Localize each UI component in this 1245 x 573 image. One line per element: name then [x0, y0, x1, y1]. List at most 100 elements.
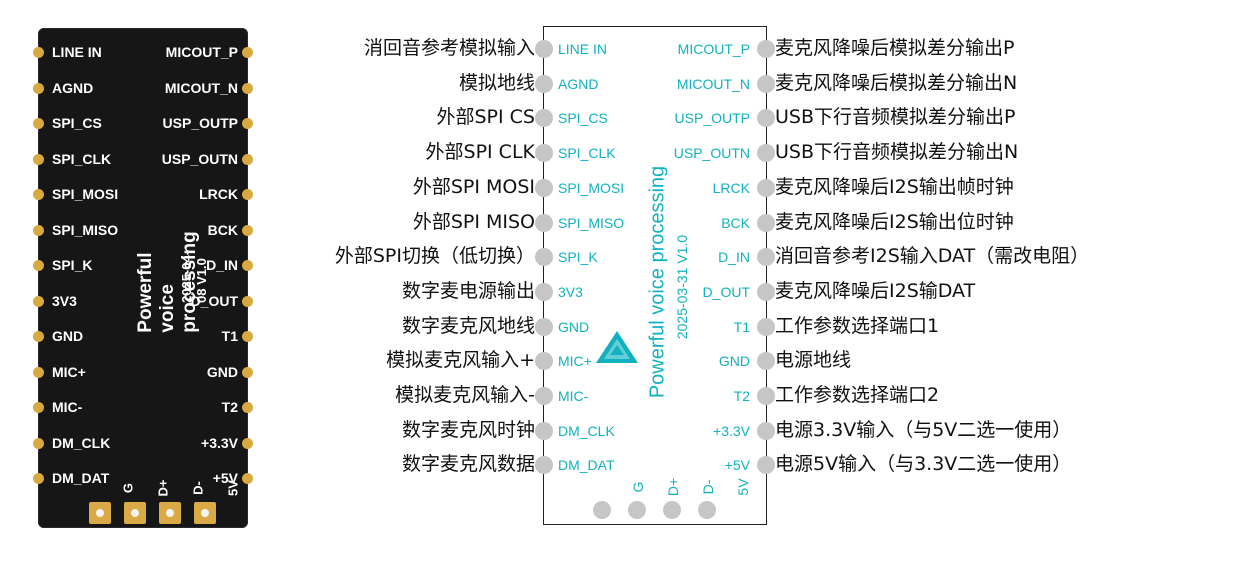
- chip-pin-left: MIC-: [558, 388, 589, 404]
- board-pin-right: T1: [221, 328, 238, 344]
- board-pad-left: [33, 260, 44, 271]
- chip-dot-bottom: [628, 501, 646, 519]
- chip-pin-left: SPI_MOSI: [558, 179, 625, 196]
- board-pad-left: [33, 437, 44, 449]
- chip-dot-bottom: [593, 501, 611, 519]
- left-desc-item: 数字麦电源输出: [401, 279, 535, 302]
- chip-pin-left: SPI_K: [558, 249, 598, 266]
- chip-pin-right: MICOUT_N: [676, 75, 750, 92]
- board-pin-left: GND: [52, 328, 84, 344]
- board-pad-right: [242, 118, 253, 129]
- chip-bottom-pin-label: 5V: [735, 478, 751, 496]
- chip-pin-left: AGND: [558, 75, 599, 92]
- left-desc-item: 外部SPI MISO: [412, 210, 535, 233]
- board-pad-left: [33, 295, 44, 307]
- chip-dot-left: [535, 421, 553, 440]
- left-desc-item: 消回音参考模拟输入: [363, 37, 535, 59]
- board-pin-left: SPI_K: [52, 257, 93, 273]
- board-pad-left: [33, 366, 44, 378]
- board-pad-right: [242, 331, 253, 342]
- chip-dot-right: [757, 213, 775, 232]
- chip-dot-left: [535, 144, 553, 163]
- board-pin-right: USP_OUTP: [162, 115, 238, 131]
- board-pin-left: MIC-: [52, 399, 83, 415]
- left-desc-item: 数字麦克风地线: [401, 314, 535, 337]
- board-pin-right: MICOUT_P: [165, 44, 238, 60]
- left-desc-item: 外部SPI CLK: [425, 141, 535, 164]
- board-pin-right: USP_OUTN: [161, 150, 238, 167]
- right-desc-item: 工作参数选择端口1: [775, 314, 940, 337]
- board-pin-left: 3V3: [52, 292, 77, 309]
- board-bottom-pad: [159, 502, 181, 524]
- chip-pin-left: MIC+: [558, 353, 592, 370]
- chip-pin-left: GND: [558, 318, 590, 335]
- chip-dot-left: [535, 178, 553, 197]
- chip-dot-right: [757, 317, 775, 336]
- right-desc-item: 消回音参考I2S输入DAT（需改电阻）: [775, 245, 1090, 268]
- chip-dot-left: [535, 213, 553, 232]
- left-desc-item: 外部SPI切换（低切换）: [334, 245, 535, 268]
- board-bottom-pad: [124, 502, 146, 524]
- left-desc-item: 数字麦克风数据: [401, 453, 535, 476]
- chip-pin-left: 3V3: [558, 283, 583, 300]
- left-desc-item: 数字麦克风时钟: [401, 418, 535, 441]
- chip-dot-right: [757, 421, 775, 440]
- chip-pin-left: DM_CLK: [558, 422, 615, 439]
- board-pin-left: DM_CLK: [52, 434, 111, 451]
- board-pin-right: T2: [221, 399, 238, 415]
- left-desc-item: 模拟地线: [458, 71, 535, 94]
- board-pin-right: GND: [206, 363, 238, 380]
- board-bottom-pin-label: 5V: [225, 480, 241, 496]
- board-bottom-pin-label: D-: [190, 481, 206, 495]
- board-pad-right: [242, 437, 253, 449]
- chip-dot-bottom: [663, 501, 681, 519]
- board-pin-left: MIC+: [52, 363, 86, 380]
- right-desc-item: 麦克风降噪后I2S输出位时钟: [775, 210, 1014, 233]
- chip-dot-left: [535, 456, 553, 475]
- chip-pin-right: USP_OUTP: [674, 110, 750, 127]
- board-pad-right: [242, 82, 253, 94]
- board-bottom-pin-label: D+: [155, 479, 171, 497]
- chip-dot-right: [757, 109, 775, 128]
- board-pin-right: D_IN: [206, 257, 238, 273]
- right-desc-item: 电源地线: [775, 349, 852, 372]
- board-pad-left: [33, 82, 44, 94]
- chip-pin-left: SPI_MISO: [558, 214, 625, 231]
- chip-diagram: Powerful voice processing 2025-03-31 V1.…: [535, 26, 775, 525]
- chip-version: 2025-03-31 V1.0: [674, 234, 690, 340]
- board-pad-right: [242, 366, 253, 378]
- chip-bottom-pin-label: G: [630, 481, 646, 493]
- board-pin-right: D_OUT: [190, 292, 238, 309]
- board-pad-left: [33, 153, 44, 165]
- right-desc-item: 工作参数选择端口2: [775, 384, 940, 406]
- chip-dot-left: [535, 282, 553, 301]
- board-pad-right: [242, 295, 253, 307]
- board-pad-right: [242, 224, 253, 236]
- board-bottom-pad: [194, 502, 216, 524]
- left-desc-item: 模拟麦克风输入+: [386, 349, 535, 372]
- board-bottom-pad: [89, 502, 111, 524]
- board-pad-left: [33, 118, 44, 129]
- left-desc-item: 模拟麦克风输入-: [395, 384, 535, 406]
- chip-dot-left: [535, 109, 553, 128]
- right-desc-item: USB下行音频模拟差分输出P: [775, 106, 1016, 129]
- chip-dot-bottom: [698, 501, 716, 519]
- chip-dot-right: [757, 456, 775, 475]
- chip-pin-right: D_IN: [718, 249, 750, 266]
- left-desc-item: 外部SPI MOSI: [412, 175, 535, 198]
- right-desc-item: 麦克风降噪后模拟差分输出N: [775, 71, 1018, 94]
- chip-pin-right: MICOUT_P: [677, 41, 750, 57]
- chip-dot-left: [535, 74, 553, 93]
- chip-pin-right: +5V: [724, 457, 750, 474]
- board-pad-left: [33, 47, 44, 58]
- left-desc-item: 外部SPI CS: [436, 106, 536, 129]
- chip-dot-right: [757, 74, 775, 93]
- chip-dot-left: [535, 248, 553, 267]
- board-pin-left: DM_DAT: [52, 470, 110, 486]
- chip-dot-right: [757, 40, 775, 58]
- board-pad-right: [242, 473, 253, 484]
- chip-dot-left: [535, 352, 553, 371]
- board-pin-right: BCK: [207, 221, 238, 238]
- chip-pin-left: SPI_CS: [558, 110, 608, 127]
- chip-pin-right: LRCK: [712, 179, 750, 196]
